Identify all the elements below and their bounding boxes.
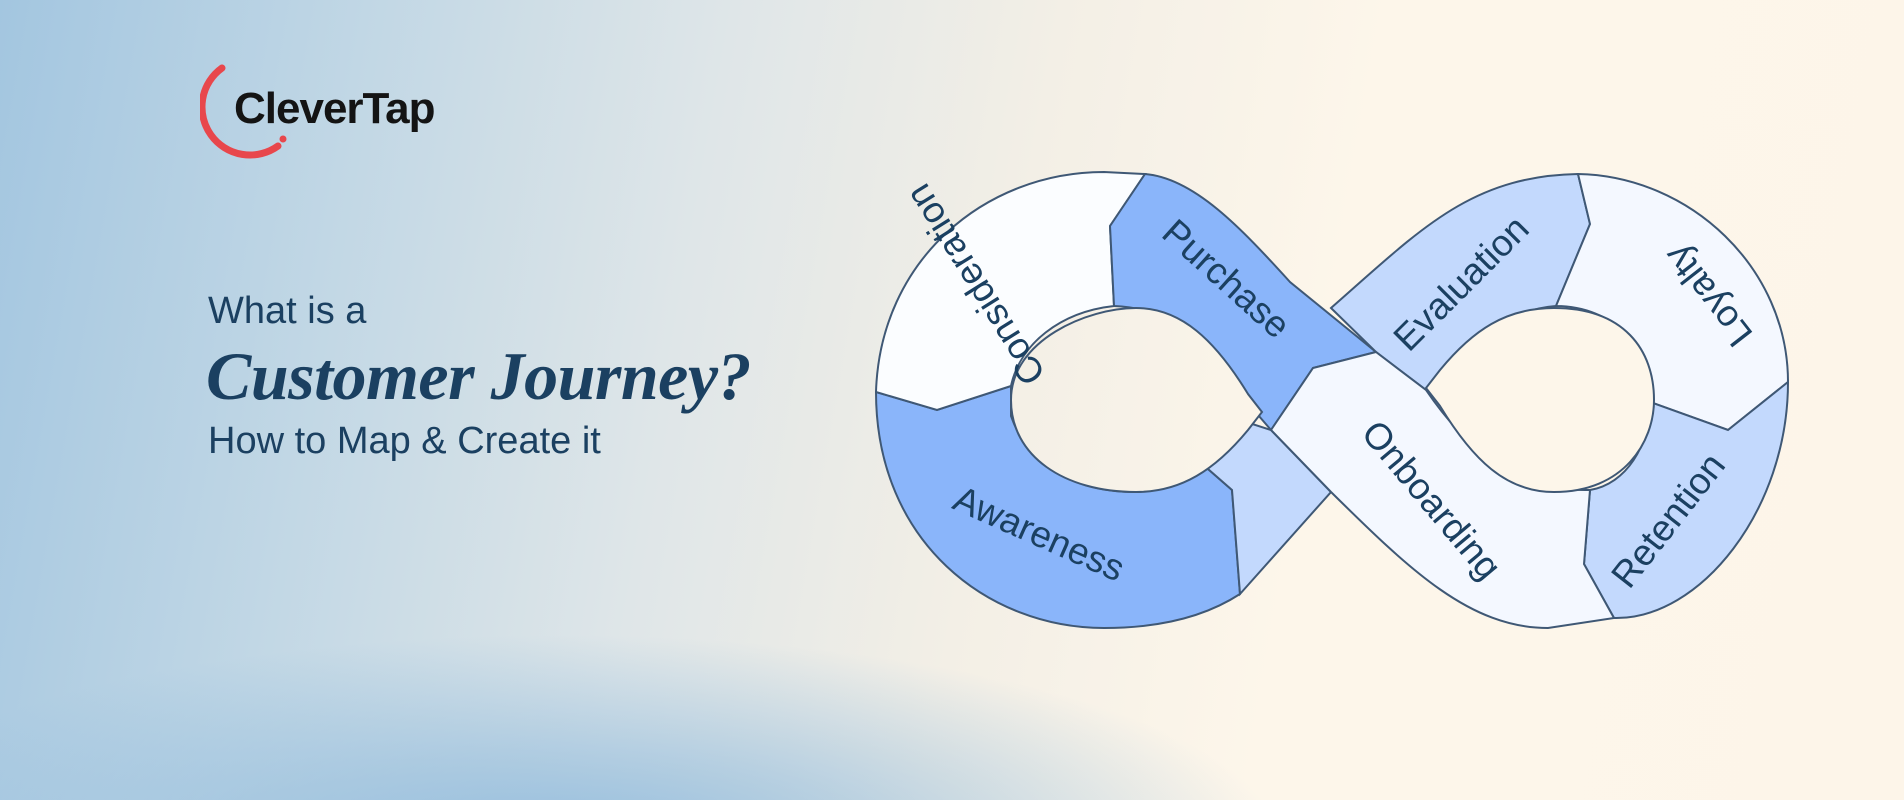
headline-sub: How to Map & Create it (208, 420, 601, 462)
brand-name: CleverTap (234, 84, 435, 133)
headline: What is a Customer Journey? How to Map &… (206, 288, 752, 464)
left-lobe-hole (1009, 306, 1264, 494)
stage-segment-awareness (874, 384, 1242, 630)
logo-ring-icon (200, 64, 287, 159)
stage-segment-consideration (874, 170, 1147, 412)
headline-main: Customer Journey? (206, 338, 752, 414)
headline-pre: What is a (208, 290, 367, 332)
stage-segment-loyalty (1554, 172, 1790, 432)
clevertap-logo: CleverTap (200, 64, 460, 160)
stage-segment-onboarding (1269, 350, 1616, 630)
stage-segment-retention (1582, 379, 1790, 620)
right-lobe-hole (1424, 306, 1656, 494)
